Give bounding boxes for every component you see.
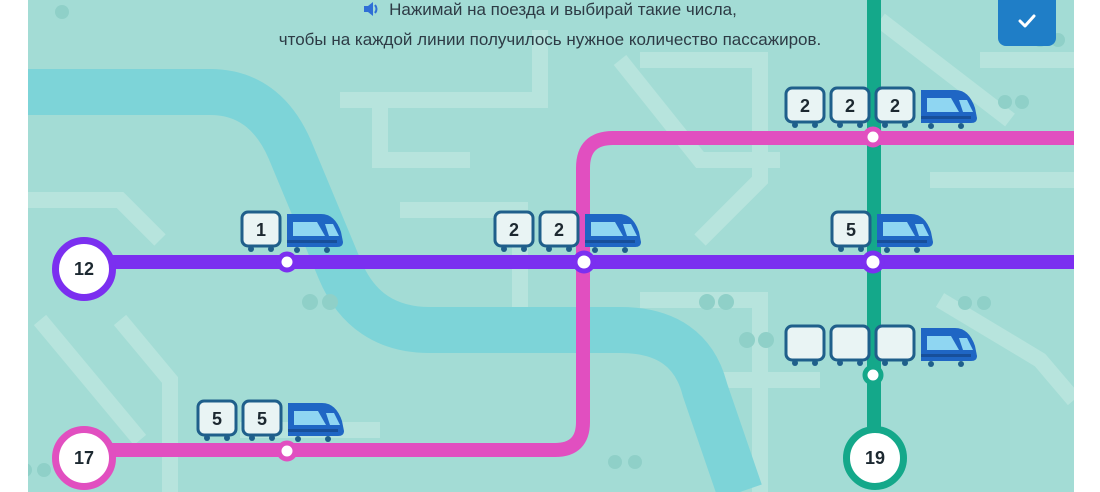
wagon[interactable]: 2 <box>784 86 826 128</box>
train-green-empty[interactable] <box>784 324 977 367</box>
instruction-line-2: чтобы на каждой линии получилось нужное … <box>278 30 822 49</box>
river <box>14 69 762 492</box>
wagon[interactable]: 2 <box>493 210 535 252</box>
wagon[interactable]: 2 <box>874 86 916 128</box>
pink-line <box>80 131 1074 457</box>
train-purple-right[interactable]: 5 <box>830 210 933 253</box>
engine-icon <box>921 328 977 367</box>
engine-icon <box>877 214 933 253</box>
check-icon <box>1018 14 1036 33</box>
wagon[interactable]: 1 <box>240 210 282 252</box>
wagon-number: 2 <box>845 96 855 116</box>
wagon-number: 5 <box>212 409 222 429</box>
left-margin <box>14 0 28 492</box>
train-top-right[interactable]: 2 2 2 <box>784 86 977 129</box>
wagon-number: 2 <box>890 96 900 116</box>
wagon-number: 1 <box>256 220 266 240</box>
speaker-icon[interactable] <box>363 1 379 21</box>
wagon[interactable] <box>874 324 916 366</box>
engine-icon <box>288 403 344 442</box>
wagon[interactable] <box>784 324 826 366</box>
background-streets <box>14 13 1074 492</box>
station-pink-target: 17 <box>52 426 116 490</box>
train-purple-left[interactable]: 1 <box>240 210 343 253</box>
station-green-target: 19 <box>843 426 907 490</box>
wagon[interactable]: 2 <box>829 86 871 128</box>
engine-icon <box>585 214 641 253</box>
wagon[interactable]: 5 <box>196 399 238 441</box>
wagon-number: 2 <box>554 220 564 240</box>
wagon-number: 5 <box>257 409 267 429</box>
wagon-number: 5 <box>846 220 856 240</box>
wagon-number: 2 <box>509 220 519 240</box>
instruction-line-1: Нажимай на поезда и выбирай такие числа, <box>0 0 1100 21</box>
wagon-number: 2 <box>800 96 810 116</box>
wagon[interactable]: 5 <box>241 399 283 441</box>
engine-icon <box>287 214 343 253</box>
engine-icon <box>921 90 977 129</box>
background-dots <box>18 5 1065 477</box>
instruction-text-1: Нажимай на поезда и выбирай такие числа, <box>389 0 737 19</box>
wagon[interactable]: 5 <box>830 210 872 252</box>
check-button[interactable] <box>998 0 1056 46</box>
right-margin <box>1074 0 1100 492</box>
wagon[interactable] <box>829 324 871 366</box>
wagon[interactable]: 2 <box>538 210 580 252</box>
line-stops <box>276 126 885 462</box>
station-purple-target: 12 <box>52 237 116 301</box>
